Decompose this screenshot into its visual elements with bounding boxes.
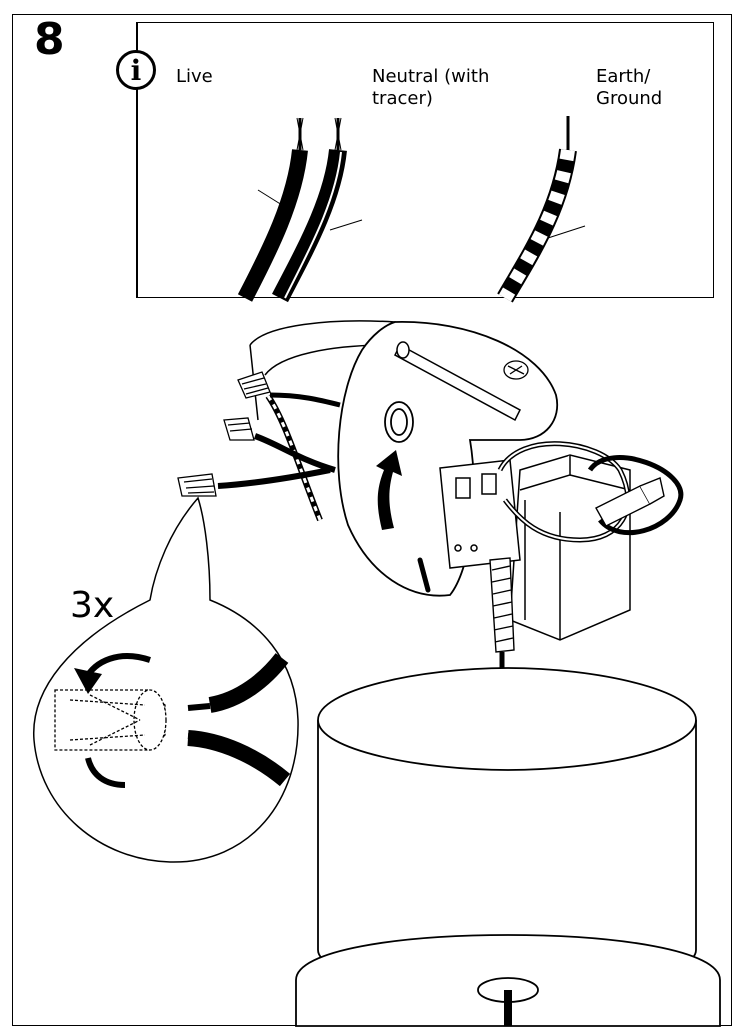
live-wire xyxy=(237,117,308,302)
mounting-rod xyxy=(394,341,521,422)
earth-wire xyxy=(497,116,577,303)
label-neutral: Neutral (with tracer) xyxy=(372,66,490,109)
mounting-screw-icon xyxy=(503,360,529,380)
neutral-wire xyxy=(272,117,347,303)
detail-callout xyxy=(33,496,299,863)
wire-connector-middle xyxy=(223,417,255,441)
terminal-block xyxy=(439,459,521,569)
info-icon-glyph: i xyxy=(130,53,142,87)
wire-info-panel xyxy=(136,22,714,298)
label-earth-ground: Earth/ Ground xyxy=(596,66,663,109)
detail-connector xyxy=(54,689,167,751)
label-leader-lines xyxy=(257,189,586,239)
twist-arrow-icon xyxy=(74,653,151,788)
info-panel-edge xyxy=(136,22,138,298)
junction-box xyxy=(509,454,631,641)
rotate-arrow-icon xyxy=(376,450,402,530)
step-number: 8 xyxy=(34,14,65,65)
mains-wires xyxy=(217,392,341,522)
detail-wires xyxy=(187,653,291,787)
lamp-shade xyxy=(295,667,721,1027)
cable-grip xyxy=(595,477,665,527)
repeat-count: 3x xyxy=(70,585,115,626)
wire-connector-bottom xyxy=(177,473,217,497)
info-icon: i xyxy=(116,50,156,90)
wire-connector-top xyxy=(237,371,271,399)
label-live: Live xyxy=(176,66,213,87)
